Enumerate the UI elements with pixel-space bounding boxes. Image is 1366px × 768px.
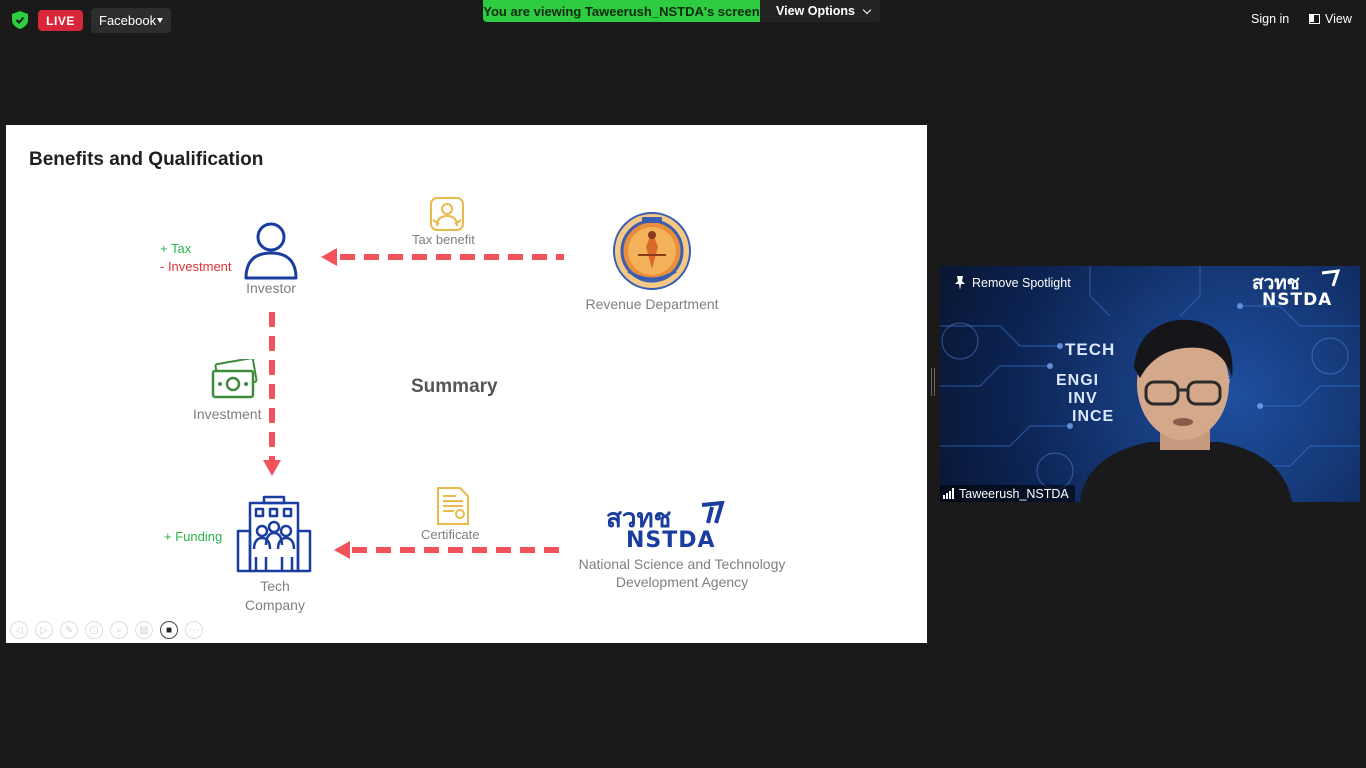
plus-funding-text: + Funding: [164, 529, 223, 544]
zoom-icon[interactable]: ⌕: [110, 621, 128, 639]
pen-icon[interactable]: ✎: [60, 621, 78, 639]
caret-down-icon: [157, 18, 163, 23]
view-layout-icon: [1309, 14, 1320, 24]
remove-spotlight-label: Remove Spotlight: [972, 276, 1071, 290]
svg-text:NSTDA: NSTDA: [1262, 290, 1332, 307]
nstda-label-line1: National Science and Technology: [578, 556, 786, 572]
background-text-2: ENGI: [1056, 372, 1100, 389]
pin-icon: [955, 276, 965, 290]
panel-resize-handle[interactable]: [931, 368, 935, 396]
tech-company-label: Tech Company: [234, 577, 316, 615]
plus-tax-text: + Tax: [160, 241, 192, 256]
view-options-label: View Options: [776, 4, 855, 18]
tax-benefit-icon: [430, 197, 464, 231]
nstda-logo-icon: สวทช NSTDA: [606, 501, 725, 551]
tech-company-building-icon: [236, 495, 312, 573]
sign-in-button[interactable]: Sign in: [1251, 12, 1290, 26]
shield-icon[interactable]: [12, 11, 28, 29]
live-badge[interactable]: LIVE: [38, 10, 83, 31]
nstda-video-logo-icon: สวทช NSTDA: [1252, 269, 1341, 307]
subtitles-icon[interactable]: ▤: [135, 621, 153, 639]
signal-strength-icon: [943, 488, 954, 499]
arrow-head-left-icon: [321, 248, 337, 266]
certificate-label: Certificate: [421, 527, 480, 542]
circuit-background: [940, 266, 1360, 490]
more-options-icon[interactable]: ⋯: [185, 621, 203, 639]
svg-text:สวทช: สวทช: [1252, 272, 1300, 294]
background-text-3: INV: [1068, 390, 1098, 407]
nstda-label: National Science and Technology Developm…: [572, 555, 792, 591]
participant-name-tag: Taweerush_NSTDA: [940, 485, 1075, 502]
view-button[interactable]: View: [1309, 12, 1352, 26]
tax-benefit-label: Tax benefit: [412, 232, 475, 247]
investor-label: Investor: [246, 280, 296, 296]
stream-target-dropdown[interactable]: Facebook: [91, 8, 171, 33]
stream-target-label: Facebook: [99, 13, 157, 28]
slide-title: Benefits and Qualification: [29, 149, 264, 170]
background-text-1: TECH: [1065, 340, 1116, 359]
certificate-arrow: [352, 547, 562, 553]
revenue-department-label: Revenue Department: [585, 296, 719, 312]
shared-screen-slide: Benefits and Qualification + Tax - Inves…: [6, 125, 927, 643]
revenue-department-seal-icon: [613, 212, 691, 290]
participant-name: Taweerush_NSTDA: [959, 486, 1069, 501]
summary-heading: Summary: [411, 376, 498, 397]
money-icon: [211, 359, 258, 399]
certificate-icon: [437, 487, 469, 525]
next-slide-icon[interactable]: ▷: [35, 621, 53, 639]
presenter-video-feed: [1080, 319, 1292, 502]
tax-benefit-arrow: [340, 254, 564, 260]
tech-company-line1: Tech: [260, 578, 290, 594]
svg-text:สวทช: สวทช: [606, 504, 671, 534]
investment-label: Investment: [193, 406, 262, 422]
minus-investment-text: - Investment: [160, 259, 232, 274]
chevron-down-icon: [862, 5, 872, 15]
slideshow-toolbar: ◁ ▷ ✎ ▢ ⌕ ▤ ■ ⋯: [10, 621, 203, 639]
prev-slide-icon[interactable]: ◁: [10, 621, 28, 639]
tech-company-line2: Company: [245, 597, 305, 613]
remove-spotlight-button[interactable]: Remove Spotlight: [954, 276, 1071, 290]
view-label: View: [1325, 12, 1352, 26]
viewing-screen-banner: You are viewing Taweerush_NSTDA's screen: [483, 0, 760, 22]
speaker-video-tile[interactable]: TECH Y ENGI G INV INCE Remove Spotlight: [940, 266, 1360, 502]
investor-person-icon: [244, 222, 298, 280]
arrow-head-left-icon: [334, 541, 350, 559]
svg-text:NSTDA: NSTDA: [626, 528, 716, 551]
investment-arrow: [269, 312, 275, 460]
slides-grid-icon[interactable]: ▢: [85, 621, 103, 639]
nstda-label-line2: Development Agency: [615, 574, 749, 590]
background-text-4: INCE: [1072, 408, 1115, 425]
arrow-head-down-icon: [263, 460, 281, 476]
camera-icon[interactable]: ■: [160, 621, 178, 639]
view-options-button[interactable]: View Options: [760, 0, 880, 22]
